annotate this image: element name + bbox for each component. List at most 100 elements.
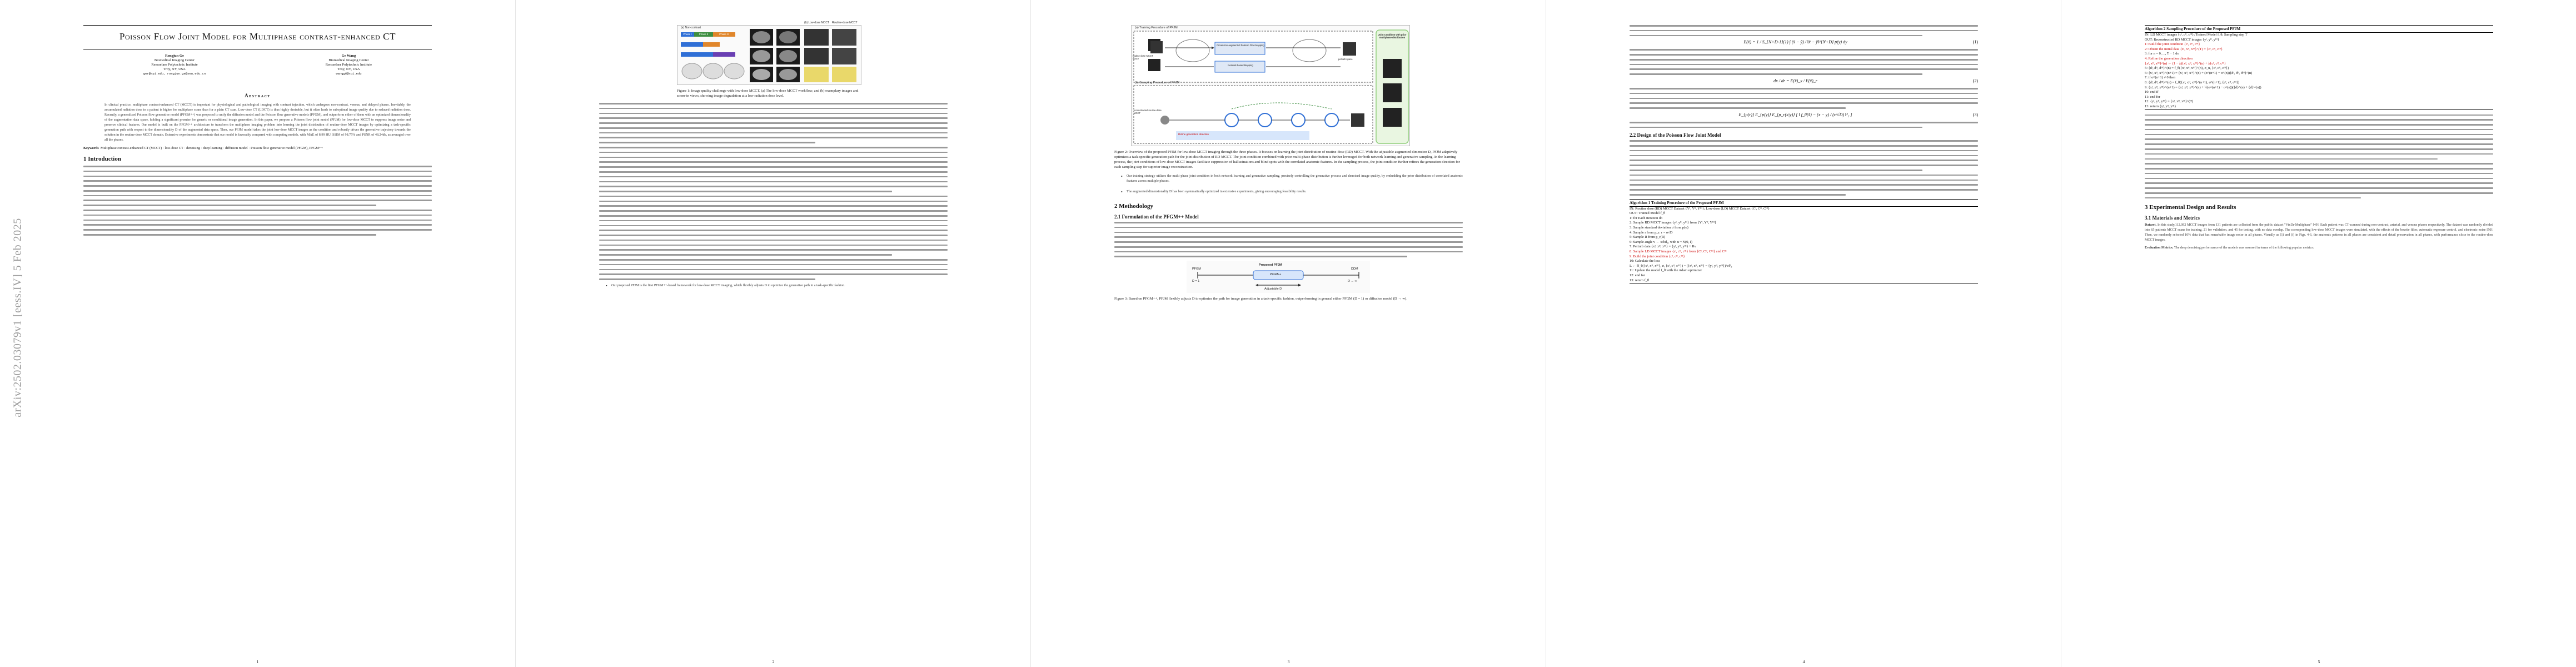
author-name: Ge Wang	[341, 54, 356, 58]
algorithm-2-title: Algorithm 2 Sampling Procedure of the Pr…	[2145, 26, 2493, 33]
fig1-phase-1: Phase I	[683, 33, 692, 36]
subsection-pfgmpp: 2.1 Formulation of the PFGM++ Model	[1114, 214, 1199, 220]
algorithm-line: 5: {dᴵ, dᴵᴵ, dᴵᴵᴵ}^(n) = f_θ({xᴵ, xᴵᴵ, x…	[2145, 66, 2229, 71]
algorithm-line: 12: {yᴵ, yᴵᴵ, yᴵᴵᴵ} = {xᴵ, xᴵᴵ, xᴵᴵᴵ}^(T…	[2145, 99, 2194, 104]
figure-3: PFGM Proposed PFJM PFGM++ DDM D = 1 D → …	[1187, 261, 1370, 293]
equation-1: E(x̃) = 1 / S_{N+D-1}(1) ∫ (x̃ − ỹ) / ‖x…	[1630, 39, 1978, 44]
fig1-phase-3: Phase III	[719, 33, 729, 36]
author-affil: Rensselaer Polytechnic Institute	[151, 63, 198, 67]
figure-2-caption: Figure 2: Overview of the proposed PFJM …	[1114, 150, 1460, 169]
figure-2: (a) Training Procedure of PFJM (b) Sampl…	[1131, 25, 1410, 146]
page-3: (a) Training Procedure of PFJM (b) Sampl…	[1030, 0, 1546, 667]
algorithm-line: 11: end for	[2145, 94, 2160, 99]
algorithm-1-body: IN: Routine dose (RD) MCCT Dataset {Yᴵ, …	[1630, 207, 1978, 283]
figure-1-graphic	[681, 29, 856, 82]
body-text	[1630, 121, 1978, 128]
fig2-label-joint: Joint Condition with prior multiphase di…	[1378, 33, 1407, 39]
body-text	[1630, 140, 1978, 171]
fig2-label-aug: Dimension-augmented Poisson Flow Mapping	[1217, 44, 1264, 47]
eval-paragraph: Evaluation Metrics. The deep denoising p…	[2145, 246, 2493, 251]
algorithm-line: 13: return f_θ	[1630, 278, 1650, 282]
author-affil: Troy, NY, USA	[163, 67, 186, 71]
figure-3-caption: Figure 3: Based on PFGM++, PFJM flexibly…	[1114, 297, 1408, 301]
dataset-text: In this study,112,092 MCCT images from 1…	[2145, 223, 2494, 242]
fig3-label-adjust: Adjustable D	[1264, 287, 1282, 291]
abstract-text: In clinical practice, multiphase contras…	[104, 103, 411, 142]
body-text	[599, 103, 948, 143]
keywords-label: Keywords	[83, 146, 99, 150]
fig2-label-refine: Refine generation direction	[1178, 133, 1209, 136]
fig3-label-proposed: Proposed PFJM	[1259, 263, 1282, 267]
fig3-label-pfgmpp: PFGM++	[1270, 273, 1282, 277]
fig2-label-network: Network-based Mapping	[1228, 64, 1253, 67]
author-name: Rongjun Ge	[165, 54, 184, 58]
abstract-heading: Abstract	[245, 93, 271, 98]
fig2-label-recon: reconstructed routine-dose MCCT	[1134, 109, 1162, 115]
authors-block: Rongjun Ge Biomedical Imaging Center Ren…	[83, 54, 432, 76]
abstract: In clinical practice, multiphase contras…	[104, 103, 411, 143]
algorithm-line: 1: for Each iteration do	[1630, 216, 1663, 220]
fig1-label-lowdose: (b) Low-dose MCCT	[804, 21, 830, 24]
author-email: ger@rpi.edu, rongjun.ge@seu.edu.cn	[143, 72, 206, 76]
algorithm-line: 3: for n = 0, ..., T − 1 do	[2145, 52, 2179, 56]
equation-number: (2)	[1972, 78, 1978, 84]
figure-1: (a) Non-contrast Phase I Phase II Phase …	[677, 21, 861, 85]
algorithm-1: Algorithm 1 Training Procedure of the Pr…	[1630, 198, 1978, 284]
algorithm-line: 3: Sample standard deviation σ from p(σ)	[1630, 226, 1688, 230]
page-4: E(x̃) = 1 / S_{N+D-1}(1) ∫ (x̃ − ỹ) / ‖x…	[1546, 0, 2061, 667]
algorithm-line: 10: end if	[2145, 90, 2159, 94]
body-text	[1630, 174, 1978, 196]
algorithm-line: 7: if σ^(n+1) ≠ 0 then	[2145, 76, 2176, 80]
section-introduction: 1 Introduction	[83, 156, 121, 162]
equation-number: (3)	[1972, 112, 1978, 117]
author-1: Rongjun Ge Biomedical Imaging Center Ren…	[143, 54, 206, 76]
subsection-materials: 3.1 Materials and Metrics	[2145, 215, 2200, 221]
algorithm-line: 2: Sample RD MCCT images {yᴵ, yᴵᴵ, yᴵᴵᴵ}…	[1630, 221, 1717, 225]
algorithm-line: 11: Update the model f_θ with the Adam o…	[1630, 268, 1702, 273]
algorithm-line: 6: {xᴵ, xᴵᴵ, xᴵᴵᴵ}^(n+1) = {xᴵ, xᴵᴵ, xᴵᴵ…	[2145, 71, 2253, 75]
algorithm-line: 6: Sample angle v ← u/‖u‖₂, with u ~ N(0…	[1630, 240, 1692, 244]
algorithm-line: 5: Sample R from p_r(R)	[1630, 235, 1666, 240]
algorithm-line: 8: Sample LD MCCT images {cᴵ, cᴵᴵ, cᴵᴵᴵ}…	[1630, 250, 1727, 254]
fig2-label-routine: routine-dose MCCT space	[1133, 54, 1153, 60]
body-text	[1630, 49, 1978, 75]
fig1-label-routinedose: Routine-dose MCCT	[832, 21, 858, 24]
body-text	[599, 259, 948, 280]
algorithm-line: OUT: Trained Model f_θ	[1630, 211, 1665, 216]
algorithm-line: 4: Refine the generation direction	[2145, 56, 2193, 61]
section-experiments: 3 Experimental Design and Results	[2145, 204, 2236, 211]
page-1: arXiv:2502.03079v1 [eess.IV] 5 Feb 2025 …	[0, 0, 515, 667]
keywords-text: Multiphase contrast-enhanced CT (MCCT) ·…	[100, 146, 323, 150]
algorithm-line: OUT: Reconstructed RD MCCT images {yᴵ, y…	[2145, 37, 2219, 42]
author-affil: Rensselaer Polytechnic Institute	[325, 63, 372, 67]
fig1-label-noncontrast: (a) Non-contrast	[681, 26, 701, 29]
fig2-label-training: (a) Training Procedure of PFJM	[1135, 26, 1178, 29]
page-number: 2	[772, 659, 775, 664]
author-affil: Troy, NY, USA	[337, 67, 360, 71]
algorithm-1-title: Algorithm 1 Training Procedure of the Pr…	[1630, 200, 1978, 207]
dataset-paragraph: Dataset. In this study,112,092 MCCT imag…	[2145, 223, 2493, 243]
page-2: (a) Non-contrast Phase I Phase II Phase …	[515, 0, 1031, 667]
fig2-label-sampling: (b) Sampling Procedure of PFJM	[1135, 81, 1180, 84]
page-number: 4	[1802, 659, 1805, 664]
body-text	[83, 166, 432, 206]
algorithm-line: 1: Build the joint condition {cᴵ, cᴵᴵ, c…	[2145, 42, 2200, 47]
equation-3: E_{p(r)} E_{p(y)} E_{p_r(x|y)} [ ‖ f_θ(x…	[1630, 112, 1978, 117]
algorithm-line: 9: {xᴵ, xᴵᴵ, xᴵᴵᴵ}^(n+1) = {xᴵ, xᴵᴵ, xᴵᴵ…	[2145, 85, 2261, 89]
algorithm-2: Algorithm 2 Sampling Procedure of the Pr…	[2145, 25, 2493, 110]
fig3-label-d1: D = 1	[1192, 280, 1200, 283]
contribution-bullet-2: • Our training strategy utilizes the mul…	[1121, 174, 1463, 183]
equation-3-body: E_{p(r)} E_{p(y)} E_{p_r(x|y)} [ ‖ f_θ(x…	[1738, 112, 1852, 117]
author-2: Ge Wang Biomedical Imaging Center Rensse…	[326, 54, 372, 76]
algorithm-line: L ← ‖f_θ({xᴵ, xᴵᴵ, xᴵᴵᴵ}, σ, {cᴵ, cᴵᴵ, c…	[1630, 263, 1732, 268]
page-number: 3	[1287, 659, 1290, 664]
subsection-design: 2.2 Design of the Poisson Flow Joint Mod…	[1630, 132, 1721, 138]
algorithm-line: 8: {dᴵ, dᴵᴵ, dᴵᴵᴵ}'^(n) = f_θ({xᴵ, xᴵᴵ, …	[2145, 80, 2240, 84]
keywords: Keywords Multiphase contrast-enhanced CT…	[83, 146, 432, 150]
fig3-label-ddm: DDM	[1351, 267, 1358, 271]
eval-label: Evaluation Metrics.	[2145, 246, 2174, 250]
body-text	[1630, 25, 1978, 37]
algorithm-line: 13: return {yᴵ, yᴵᴵ, yᴵᴵᴵ}	[2145, 104, 2176, 108]
figure-3-graphic	[1197, 270, 1359, 287]
fig2-label-perturb: perturb space	[1338, 58, 1353, 61]
